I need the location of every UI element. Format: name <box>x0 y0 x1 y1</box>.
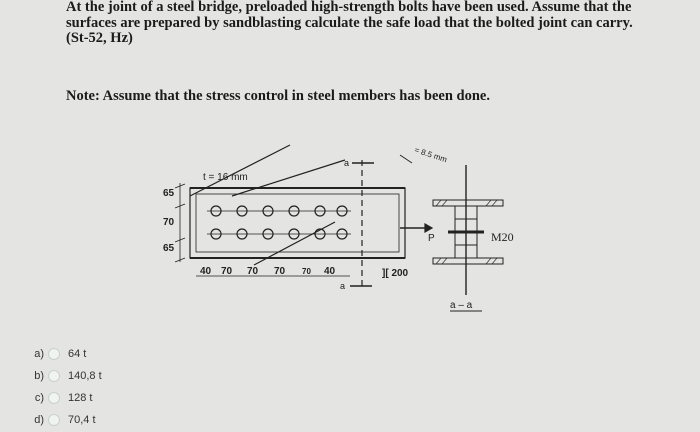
radio-button[interactable] <box>48 347 60 360</box>
radio-button[interactable] <box>48 413 60 426</box>
dim-horizontal-4: 70 <box>274 266 286 277</box>
section-letter-bottom: a <box>340 281 345 291</box>
option-d[interactable]: d) 70,4 t <box>28 410 102 429</box>
option-value: 128 t <box>68 391 93 404</box>
gusset-plate <box>189 187 406 259</box>
section-letter-top: a <box>344 158 349 168</box>
dim-horizontal-5: 70 <box>302 267 311 276</box>
dim-horizontal-2: 70 <box>221 266 233 277</box>
bolt-label: M20 <box>491 230 514 244</box>
option-b[interactable]: b) 140,8 t <box>28 366 102 385</box>
option-c[interactable]: c) 128 t <box>28 388 102 407</box>
option-letter: d) <box>34 413 44 426</box>
answer-options: a) 64 t b) 140,8 t c) 128 t d) 70,4 t <box>28 344 102 432</box>
option-letter: c) <box>34 391 44 404</box>
option-value: 70,4 t <box>68 413 96 426</box>
option-a[interactable]: a) 64 t <box>28 344 102 363</box>
option-letter: b) <box>34 369 44 382</box>
dim-vertical-3: 65 <box>163 243 175 254</box>
thickness-label: t = 16 mm <box>203 172 248 183</box>
option-value: 64 t <box>68 347 87 360</box>
gusset-inner <box>195 193 400 253</box>
radio-button[interactable] <box>48 391 60 404</box>
question-line-3: (St-52, Hz) <box>66 30 133 46</box>
diagonal-member-edge-bottom <box>231 159 346 197</box>
option-value: 140,8 t <box>68 369 102 382</box>
section-label: a – a <box>450 300 473 311</box>
question-line-2: surfaces are prepared by sandblasting ca… <box>66 14 633 31</box>
dim-horizontal-3: 70 <box>247 266 259 277</box>
weld-leader <box>399 154 413 164</box>
weld-label: = 8.5 mm <box>413 145 448 164</box>
dim-horizontal-1: 40 <box>200 266 212 277</box>
question-note: Note: Assume that the stress control in … <box>66 88 490 104</box>
dim-vertical-2: 70 <box>163 217 175 228</box>
radio-button[interactable] <box>48 369 60 382</box>
dim-horizontal-6: 40 <box>324 266 336 277</box>
option-letter: a) <box>34 347 44 360</box>
profile-label: ][ 200 <box>382 268 409 279</box>
load-label: P <box>428 233 435 244</box>
question-line-1: At the joint of a steel bridge, preloade… <box>66 0 632 15</box>
question-text: At the joint of a steel bridge, preloade… <box>66 0 686 47</box>
dim-vertical-1: 65 <box>163 188 175 199</box>
